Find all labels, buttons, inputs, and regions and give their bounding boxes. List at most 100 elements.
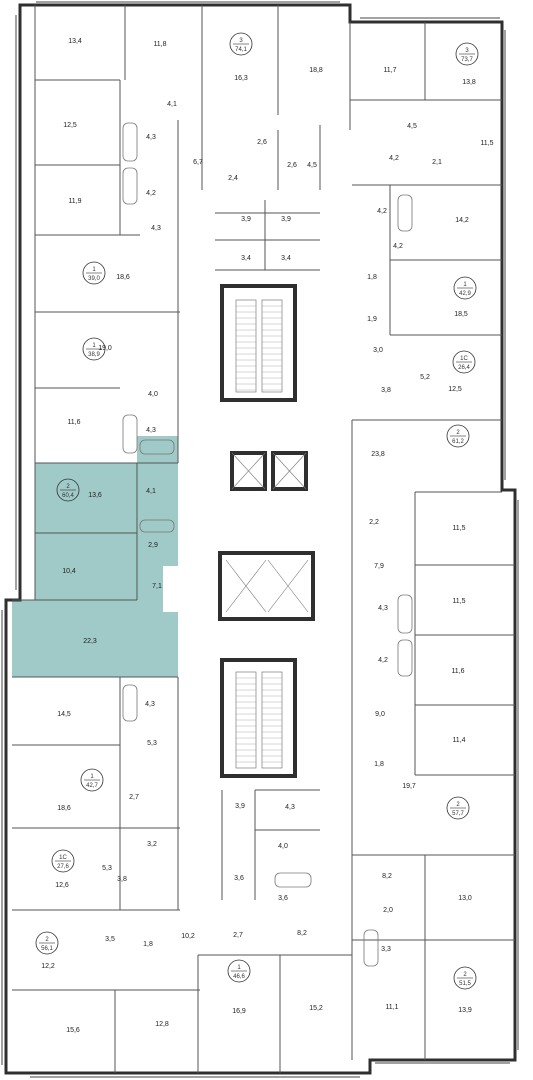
room-area-label: 14,2: [455, 217, 469, 224]
apartment-area: 60,4: [62, 493, 74, 499]
room-area-label: 3,8: [117, 876, 127, 883]
room-area-label: 8,2: [297, 930, 307, 937]
room-area-label: 2,9: [148, 542, 158, 549]
room-area-label: 5,3: [147, 740, 157, 747]
room-area-label: 10,2: [181, 933, 195, 940]
room-area-label: 18,6: [116, 274, 130, 281]
room-area-label: 19,0: [98, 345, 112, 352]
apartment-area: 38,9: [88, 352, 100, 358]
room-area-label: 18,5: [454, 311, 468, 318]
apartment-rooms: 2: [45, 937, 49, 943]
room-area-label: 7,9: [374, 563, 384, 570]
room-area-label: 4,3: [378, 605, 388, 612]
room-area-label: 16,9: [232, 1008, 246, 1015]
apartment-area: 39,0: [88, 276, 100, 282]
room-area-label: 12,5: [63, 122, 77, 129]
room-area-label: 13,9: [458, 1007, 472, 1014]
room-area-label: 4,3: [151, 225, 161, 232]
room-area-label: 23,8: [371, 451, 385, 458]
apartment-badge: 374,1: [229, 32, 253, 56]
core-structure: [218, 284, 315, 778]
apartment-area: 73,7: [461, 57, 473, 63]
apartment-rooms: 1: [92, 343, 96, 349]
apartment-area: 74,1: [235, 47, 247, 53]
apartment-rooms: 1: [237, 965, 241, 971]
apartment-area: 57,7: [452, 811, 464, 817]
room-area-label: 15,2: [309, 1005, 323, 1012]
apartment-rooms: 2: [456, 430, 460, 436]
room-area-label: 11,5: [480, 140, 493, 147]
apartment-area: 26,4: [458, 365, 470, 371]
room-area-label: 11,8: [153, 41, 166, 48]
room-area-label: 13,8: [462, 79, 476, 86]
room-area-label: 4,3: [146, 134, 156, 141]
room-area-label: 4,1: [167, 101, 177, 108]
room-area-label: 18,6: [57, 805, 71, 812]
room-area-label: 2,2: [369, 519, 379, 526]
room-area-label: 12,2: [41, 963, 55, 970]
room-area-label: 4,5: [307, 162, 317, 169]
apartment-badge: 138,9: [82, 337, 106, 361]
room-area-label: 6,7: [193, 159, 203, 166]
apartment-badge: 251,5: [453, 966, 477, 990]
apartment-rooms: 2: [463, 972, 467, 978]
room-area-label: 15,6: [66, 1027, 80, 1034]
partition-walls: [12, 5, 515, 1073]
room-area-label: 13,0: [458, 895, 472, 902]
room-area-label: 9,0: [375, 711, 385, 718]
apartment-rooms: 1: [92, 267, 96, 273]
apartment-rooms: 2: [456, 802, 460, 808]
apartment-area: 42,7: [86, 783, 98, 789]
room-area-label: 11,5: [452, 598, 465, 605]
room-area-label: 3,4: [281, 255, 291, 262]
apartment-badge: 142,9: [453, 276, 477, 300]
room-area-label: 2,6: [257, 139, 267, 146]
apartment-rooms: 1: [463, 282, 467, 288]
room-area-label: 11,1: [385, 1004, 398, 1011]
stair-steps: [236, 305, 282, 763]
room-area-label: 12,5: [448, 386, 462, 393]
room-area-label: 11,7: [383, 67, 396, 74]
room-area-label: 4,2: [146, 190, 156, 197]
room-area-label: 4,0: [148, 391, 158, 398]
room-area-label: 3,2: [147, 841, 157, 848]
room-area-label: 13,4: [68, 38, 82, 45]
room-area-label: 11,4: [452, 737, 465, 744]
room-area-label: 1,8: [143, 941, 153, 948]
room-area-label: 2,0: [383, 907, 393, 914]
room-area-label: 3,9: [235, 803, 245, 810]
apartment-area: 46,6: [233, 974, 245, 980]
room-area-label: 2,7: [129, 794, 139, 801]
room-area-label: 4,2: [378, 657, 388, 664]
apartment-rooms: 1: [90, 774, 94, 780]
room-area-label: 5,2: [420, 374, 430, 381]
apartment-area: 42,9: [459, 291, 471, 297]
room-area-label: 3,3: [381, 946, 391, 953]
room-area-label: 13,6: [88, 492, 102, 499]
room-area-label: 3,9: [241, 216, 251, 223]
room-area-label: 2,1: [432, 159, 442, 166]
apartment-badge: 261,2: [446, 424, 470, 448]
apartment-area: 56,1: [41, 946, 53, 952]
room-area-label: 7,1: [152, 583, 162, 590]
room-area-label: 11,6: [67, 419, 80, 426]
room-area-label: 11,5: [452, 525, 465, 532]
room-area-label: 5,3: [102, 865, 112, 872]
room-area-label: 4,0: [278, 843, 288, 850]
apartment-rooms: 2: [66, 484, 70, 490]
shaft-crosses: [225, 452, 309, 613]
apartment-rooms: 1C: [59, 855, 67, 861]
room-area-label: 3,9: [281, 216, 291, 223]
room-area-label: 1,8: [374, 761, 384, 768]
apartment-badge: 373,7: [455, 42, 479, 66]
room-area-label: 4,3: [146, 427, 156, 434]
room-area-label: 12,8: [155, 1021, 169, 1028]
room-area-label: 3,4: [241, 255, 251, 262]
room-area-label: 2,4: [228, 175, 238, 182]
staircases: [235, 299, 283, 769]
